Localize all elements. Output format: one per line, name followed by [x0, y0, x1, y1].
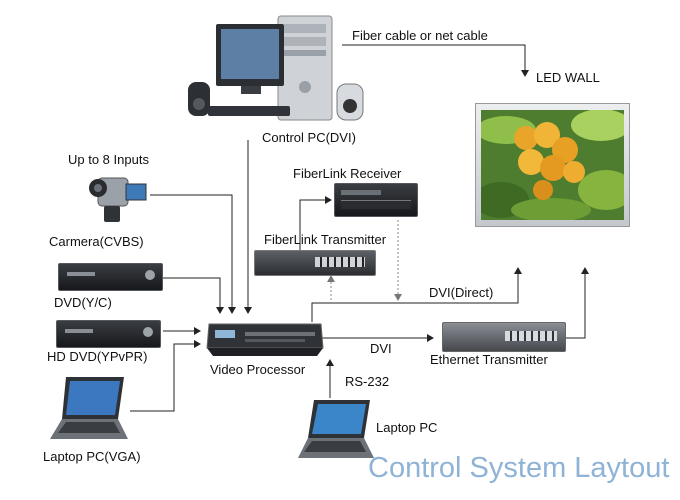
camera-label: Carmera(CVBS) — [49, 234, 144, 249]
camera-icon — [88, 168, 148, 224]
video-processor-device — [205, 322, 325, 358]
laptop-vga-icon — [48, 375, 130, 445]
dvi-label: DVI — [370, 341, 392, 356]
dvd-wire — [163, 277, 224, 314]
fiber-tx-rx-wire — [299, 196, 332, 250]
rs232-label: RS-232 — [345, 374, 390, 389]
fiber-cable-line — [342, 44, 529, 77]
up-to-inputs-label: Up to 8 Inputs — [68, 152, 149, 167]
dvd-player-device — [58, 263, 163, 291]
control-pc-label: Control PC(DVI) — [262, 130, 356, 145]
ethernet-transmitter-device — [442, 322, 566, 352]
camera-wire — [150, 194, 236, 314]
led-wall-display — [475, 103, 630, 227]
ethernet-wire — [565, 267, 589, 339]
layout-title: Control System Laytout — [368, 452, 670, 484]
dvi-direct-wire — [311, 267, 522, 322]
fiberlink-transmitter-label: FiberLink Transmitter — [264, 232, 387, 247]
laptop-pc-icon — [296, 398, 374, 464]
control-pc-icon — [183, 12, 373, 124]
fiberlink-transmitter-device — [254, 250, 376, 276]
dvi-direct-label: DVI(Direct) — [429, 285, 494, 300]
fiber-cable-label: Fiber cable or net cable — [352, 28, 488, 43]
dvd-label: DVD(Y/C) — [54, 295, 112, 310]
led-wall-label: LED WALL — [536, 70, 600, 85]
hd-dvd-label: HD DVD(YPvPR) — [47, 349, 148, 364]
video-processor-label: Video Processor — [210, 362, 306, 377]
hd-dvd-player-device — [56, 320, 161, 348]
fruit-image — [481, 110, 624, 220]
laptop-vga-wire — [130, 340, 201, 412]
laptop-pc-label: Laptop PC — [376, 420, 438, 435]
fiberlink-receiver-label: FiberLink Receiver — [293, 166, 402, 181]
fiberlink-receiver-device — [334, 183, 418, 217]
laptop-pc-vga-label: Laptop PC(VGA) — [43, 449, 141, 464]
ethernet-transmitter-label: Ethernet Transmitter — [430, 352, 548, 367]
